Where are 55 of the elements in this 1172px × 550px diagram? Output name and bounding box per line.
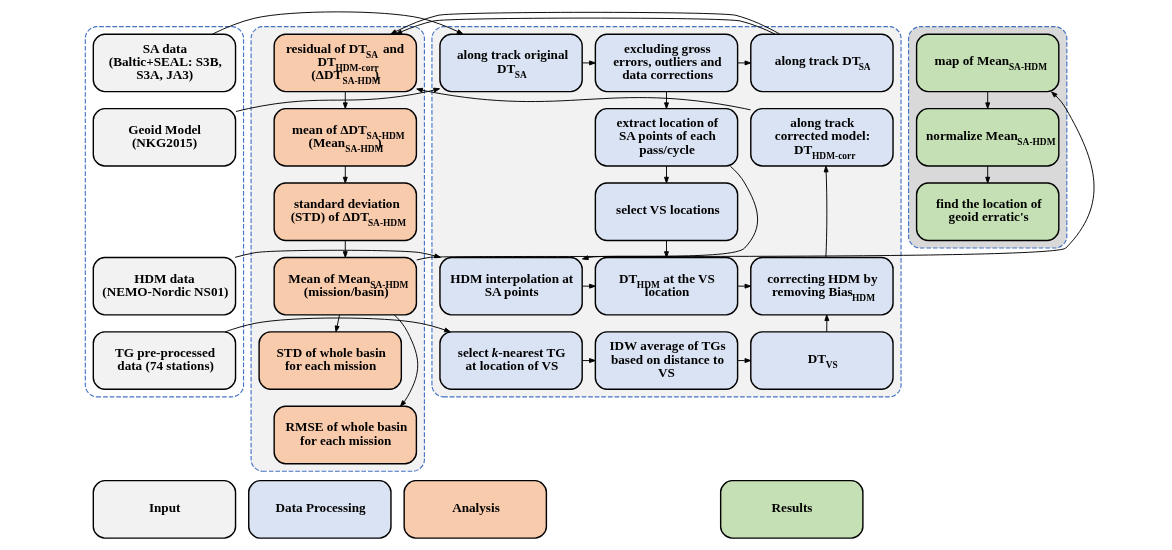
arrow [581,60,596,66]
node-box: find the location of geoid erratic's [915,182,1060,242]
node-box: DT$_{VS}$ [750,331,894,390]
node-box: Data Processing [248,479,392,539]
node-box: select VS locations [594,182,739,242]
node-box: HDM interpolation at SA points [439,256,583,316]
node-box: select k-nearest TG at location of VS [439,331,583,390]
arrow [342,240,348,258]
node-box: correcting HDM by removing Bias$_{HDM}$ [750,256,894,316]
arrow [581,358,596,364]
arrow [394,314,419,407]
node-box: Mean of Mean$_{SA-HDM}$ (mission/basin) [273,256,418,316]
node-box: RMSE of whole basin for each mission [273,405,418,465]
node-box: along track corrected model: DT$_{HDM-corr}$ [750,107,894,167]
node-box: SA data (Baltic+SEAL: S3B, S3A, JA3) [92,33,237,93]
arrow [985,165,991,184]
node-box: Results [719,479,864,539]
arrow [235,87,441,112]
node-box: along track DT$_{SA}$ [750,33,894,93]
node-box: mean of ΔDT$_{SA-HDM}$ (Mean$_{SA-HDM}$) [273,107,418,167]
cluster [84,26,245,398]
arrow [581,165,758,261]
node-box: Geoid Model (NKG2015) [92,107,237,167]
node-box: STD of whole basin for each mission [258,331,403,390]
node-box: DT$_{HDM}$ at the VS location [594,256,739,316]
arrow [823,165,829,258]
arrow [737,358,752,364]
arrow [824,314,830,333]
arrow [224,317,451,333]
arrow [390,11,780,35]
arrow [664,91,669,109]
node-box: HDM data (NEMO-Nordic NS01) [92,256,237,316]
node-box: normalize Mean$_{SA-HDM}$ [915,107,1060,167]
node-box: excluding gross errors, outliers and data corrections [594,33,739,93]
arrow [416,87,752,111]
node-box: TG pre-processed data (74 stations) [92,331,237,390]
arrow [737,283,752,289]
node-box: along track original DT$_{SA}$ [439,33,583,93]
cluster [908,26,1068,249]
node-box: IDW average of TGs based on distance to VS [594,331,739,390]
arrow [342,165,348,184]
arrow [664,165,669,184]
node-box: map of Mean$_{SA-HDM}$ [915,33,1060,93]
arrow [985,91,991,109]
arrow [737,60,752,66]
arrow [664,240,669,258]
node-box: Input [92,479,237,539]
arrow [212,11,464,35]
arrow [334,314,340,333]
node-box: standard deviation (STD) of ΔDT$_{SA-HDM}$ [273,182,418,242]
node-box: Analysis [403,479,548,539]
arrow [342,91,348,109]
node-box: residual of DT$_{SA}$ and DT$_{HDM-corr}$ (ΔDT$_{SA-HDM}$) [273,33,418,93]
node-box: extract location of SA points of each pass/cycle [594,107,739,167]
arrow [581,283,596,289]
